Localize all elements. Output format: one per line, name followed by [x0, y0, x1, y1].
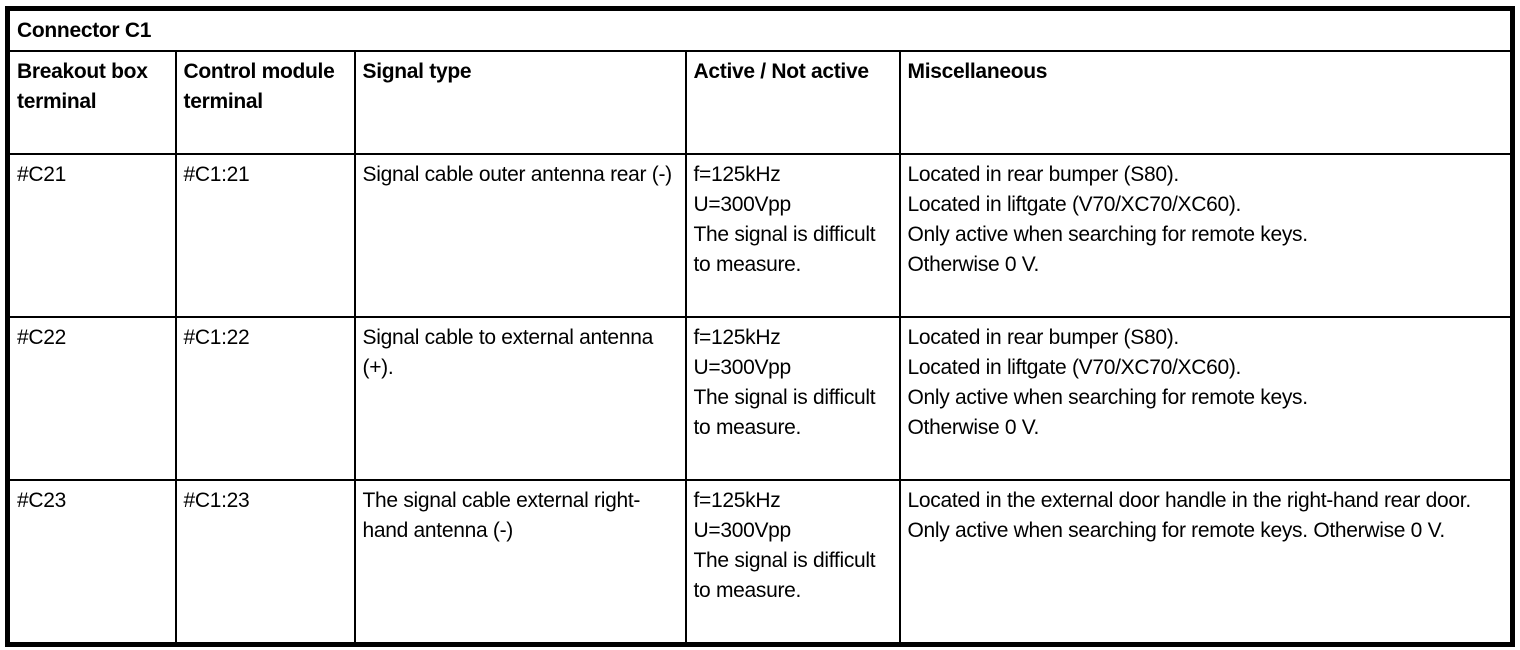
cell-miscellaneous: Located in the external door handle in t…: [898, 479, 1514, 646]
column-header-breakout-box-terminal: Breakout box terminal: [6, 50, 177, 155]
cell-control-module-terminal: #C1:21: [174, 153, 356, 318]
table-row: #C21 #C1:21 Signal cable outer antenna r…: [6, 153, 1514, 318]
connector-c1-table: Connector C1 Breakout box terminal Contr…: [5, 6, 1515, 647]
column-header-control-module-terminal: Control module terminal: [174, 50, 356, 155]
cell-active-not-active: f=125kHz U=300Vpp The signal is difficul…: [684, 316, 901, 481]
table-row: #C23 #C1:23 The signal cable external ri…: [6, 479, 1514, 646]
table-row: #C22 #C1:22 Signal cable to external ant…: [6, 316, 1514, 481]
cell-signal-type: Signal cable outer antenna rear (-): [353, 153, 687, 318]
cell-miscellaneous: Located in rear bumper (S80). Located in…: [898, 316, 1514, 481]
cell-signal-type: Signal cable to external antenna (+).: [353, 316, 687, 481]
cell-active-not-active: f=125kHz U=300Vpp The signal is difficul…: [684, 479, 901, 646]
table-title-row: Connector C1: [6, 7, 1514, 52]
cell-breakout-box-terminal: #C22: [6, 316, 177, 481]
table-title: Connector C1: [6, 7, 1514, 52]
cell-breakout-box-terminal: #C21: [6, 153, 177, 318]
table-header-row: Breakout box terminal Control module ter…: [6, 50, 1514, 155]
column-header-active-not-active: Active / Not active: [684, 50, 901, 155]
cell-control-module-terminal: #C1:23: [174, 479, 356, 646]
cell-breakout-box-terminal: #C23: [6, 479, 177, 646]
column-header-signal-type: Signal type: [353, 50, 687, 155]
cell-control-module-terminal: #C1:22: [174, 316, 356, 481]
cell-active-not-active: f=125kHz U=300Vpp The signal is difficul…: [684, 153, 901, 318]
cell-miscellaneous: Located in rear bumper (S80). Located in…: [898, 153, 1514, 318]
column-header-miscellaneous: Miscellaneous: [898, 50, 1514, 155]
cell-signal-type: The signal cable external right-hand ant…: [353, 479, 687, 646]
